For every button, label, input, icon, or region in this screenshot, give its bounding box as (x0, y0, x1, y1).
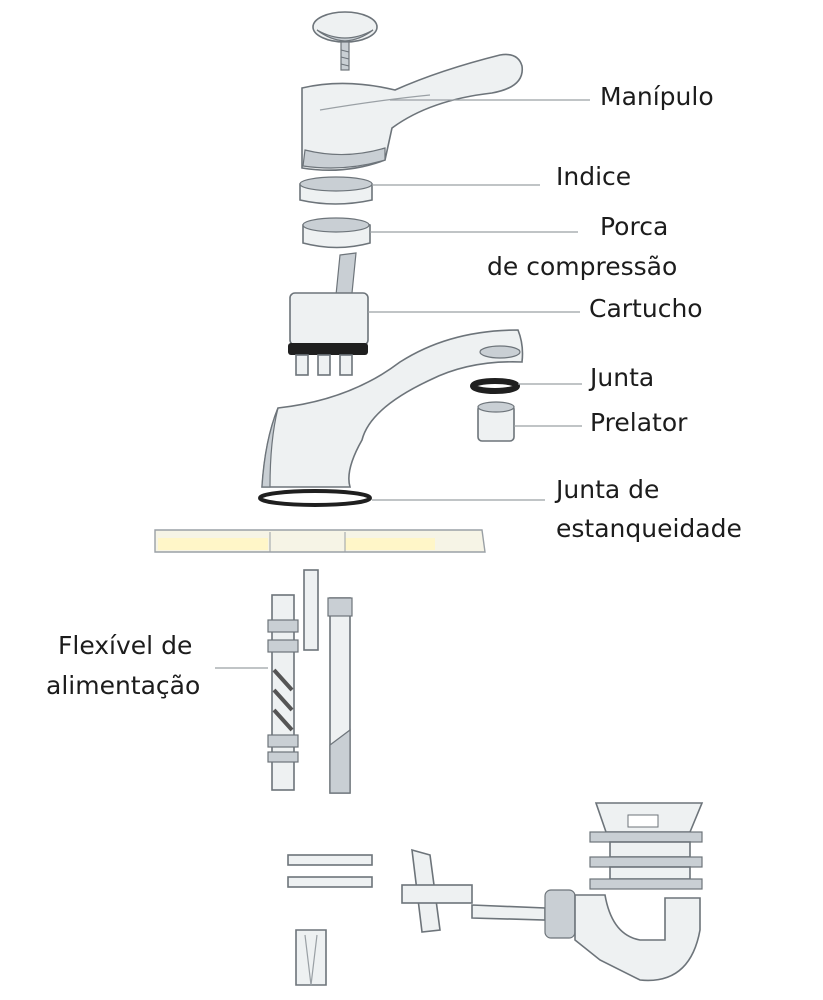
base-gasket-part (258, 489, 372, 507)
handle-part (301, 53, 523, 172)
label-manipulo: Manípulo (600, 82, 714, 111)
cap-screw (312, 11, 378, 71)
label-flexivel-line2: alimentação (46, 671, 201, 700)
countertop-part (154, 529, 486, 553)
label-porca-line1: Porca (600, 212, 669, 241)
label-junta-estanqueidade-line1: Junta de (556, 475, 660, 504)
drain-assembly-part (401, 802, 704, 982)
label-prelator: Prelator (590, 408, 688, 437)
faucet-body-part (261, 329, 524, 488)
leader-lines (215, 99, 590, 669)
spout-gasket-part (470, 378, 520, 394)
label-porca-line2: de compressão (487, 252, 678, 281)
compression-nut-part (302, 217, 371, 249)
index-part (299, 176, 373, 205)
aerator-part (477, 401, 515, 442)
label-junta-estanqueidade-line2: estanqueidade (556, 514, 742, 543)
label-cartucho: Cartucho (589, 294, 703, 323)
cartridge-part (288, 252, 369, 376)
label-indice: Indice (556, 162, 632, 191)
label-flexivel-line1: Flexível de (58, 631, 193, 660)
label-junta: Junta (590, 363, 655, 392)
drain-rings-part (287, 854, 373, 986)
supply-hoses-part (267, 569, 353, 794)
